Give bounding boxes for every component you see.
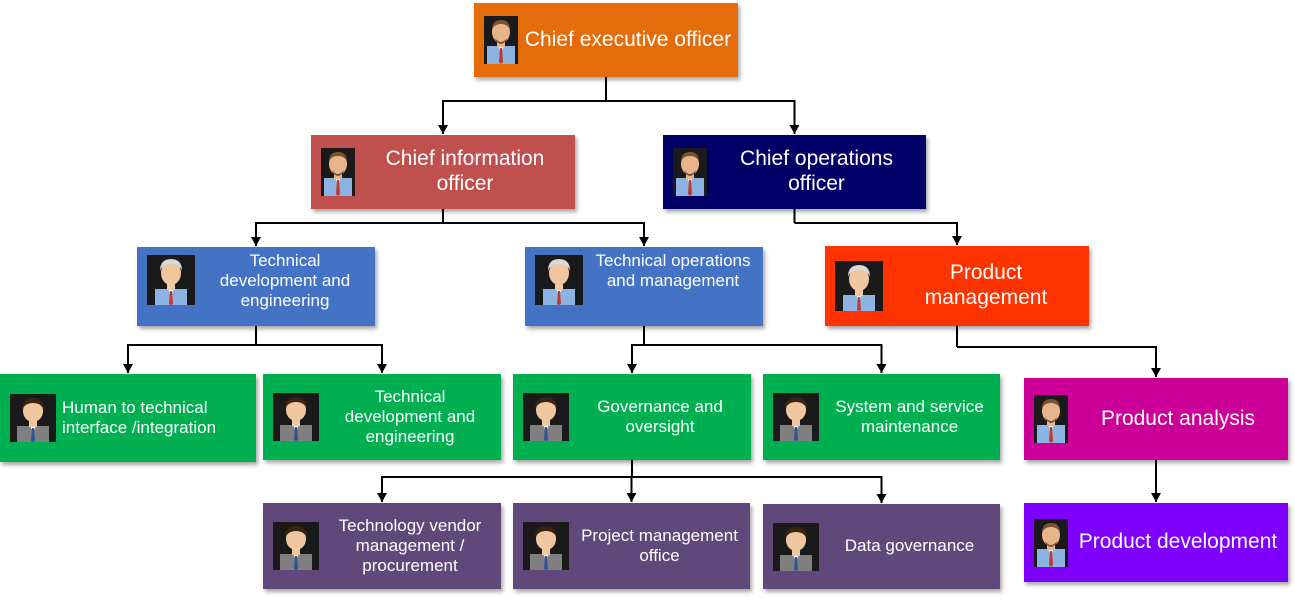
manager-avatar-icon <box>484 16 518 64</box>
node-label: Human to technical interface /integratio… <box>62 397 217 437</box>
manager-avatar-icon <box>1034 518 1068 567</box>
node-project-management-office[interactable]: Project management office <box>513 503 750 589</box>
node-label: Product development <box>1078 530 1278 554</box>
node-chief-information-officer[interactable]: Chief information officer <box>311 135 575 209</box>
engineer-avatar-icon <box>147 255 195 305</box>
connector-arrow <box>438 100 606 134</box>
staff-avatar-icon <box>773 393 819 441</box>
node-human-to-technical-interface[interactable]: Human to technical interface /integratio… <box>0 374 256 462</box>
node-chief-operations-officer[interactable]: Chief operations officer <box>663 135 926 209</box>
node-label: Chief information officer <box>385 147 545 195</box>
connector-arrow <box>443 222 649 246</box>
node-label: Technology vendor management / procureme… <box>338 515 482 576</box>
node-system-and-service-maintenance[interactable]: System and service maintenance <box>763 374 1000 460</box>
node-product-analysis[interactable]: Product analysis <box>1024 378 1288 460</box>
node-label: Governance and oversight <box>597 396 723 436</box>
connector-arrow <box>123 344 256 373</box>
node-label: Technical development and engineering <box>344 386 476 447</box>
connector-arrow <box>957 346 1161 377</box>
connector-arrow <box>256 344 387 373</box>
node-label: Chief operations officer <box>740 147 893 195</box>
node-label: Chief executive officer <box>524 27 732 51</box>
engineer-avatar-icon <box>535 255 583 305</box>
node-product-development[interactable]: Product development <box>1024 503 1288 582</box>
node-label: Technical operations and management <box>595 251 751 291</box>
node-label: Data governance <box>844 536 975 556</box>
connector-arrow <box>627 344 644 373</box>
manager-avatar-icon <box>321 148 355 196</box>
staff-avatar-icon <box>773 522 819 571</box>
staff-avatar-icon <box>523 522 569 570</box>
manager-avatar-icon <box>673 148 707 196</box>
connector-arrow <box>794 222 962 245</box>
connector-arrow <box>251 222 443 246</box>
node-technical-development-and-engineering[interactable]: Technical development and engineering <box>137 247 375 326</box>
connector-arrow <box>644 344 887 373</box>
staff-avatar-icon <box>523 393 569 441</box>
node-technical-development-and-engineering-staff[interactable]: Technical development and engineering <box>263 374 501 460</box>
connector-arrow <box>632 476 887 503</box>
node-chief-executive-officer[interactable]: Chief executive officer <box>474 3 738 77</box>
connector-arrow <box>626 476 637 502</box>
node-label: Product management <box>924 261 1048 309</box>
node-label: Product analysis <box>1100 406 1256 430</box>
connector-arrow <box>377 476 632 502</box>
staff-avatar-icon <box>273 393 319 441</box>
staff-avatar-icon <box>10 394 56 442</box>
node-data-governance[interactable]: Data governance <box>763 504 1000 589</box>
node-label: System and service maintenance <box>835 396 984 436</box>
manager-avatar-icon <box>1034 395 1068 443</box>
connector-arrow <box>606 100 800 134</box>
node-product-management[interactable]: Product management <box>825 246 1089 326</box>
node-technical-operations-and-management[interactable]: Technical operations and management <box>525 247 763 326</box>
node-technology-vendor-management[interactable]: Technology vendor management / procureme… <box>263 503 501 589</box>
node-governance-and-oversight[interactable]: Governance and oversight <box>513 374 751 460</box>
node-label: Technical development and engineering <box>219 251 351 311</box>
engineer-avatar-icon <box>835 261 883 311</box>
node-label: Project management office <box>581 525 738 565</box>
staff-avatar-icon <box>273 522 319 570</box>
